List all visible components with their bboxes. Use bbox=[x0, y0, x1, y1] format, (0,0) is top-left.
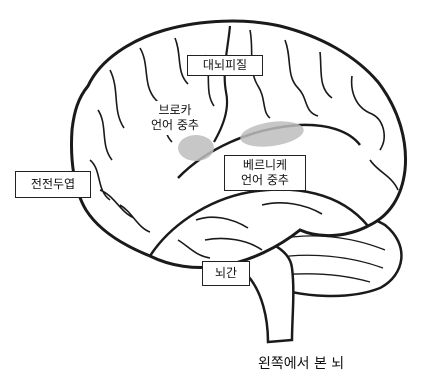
broca-area bbox=[178, 135, 214, 161]
label-wernicke: 베르니케 언어 중추 bbox=[224, 155, 306, 191]
label-frontal-lobe: 전전두엽 bbox=[15, 171, 91, 198]
label-brainstem: 뇌간 bbox=[202, 261, 250, 286]
caption: 왼쪽에서 본 뇌 bbox=[258, 353, 344, 373]
label-cortex: 대뇌피질 bbox=[187, 55, 263, 76]
label-broca: 브로카 언어 중추 bbox=[143, 101, 207, 135]
